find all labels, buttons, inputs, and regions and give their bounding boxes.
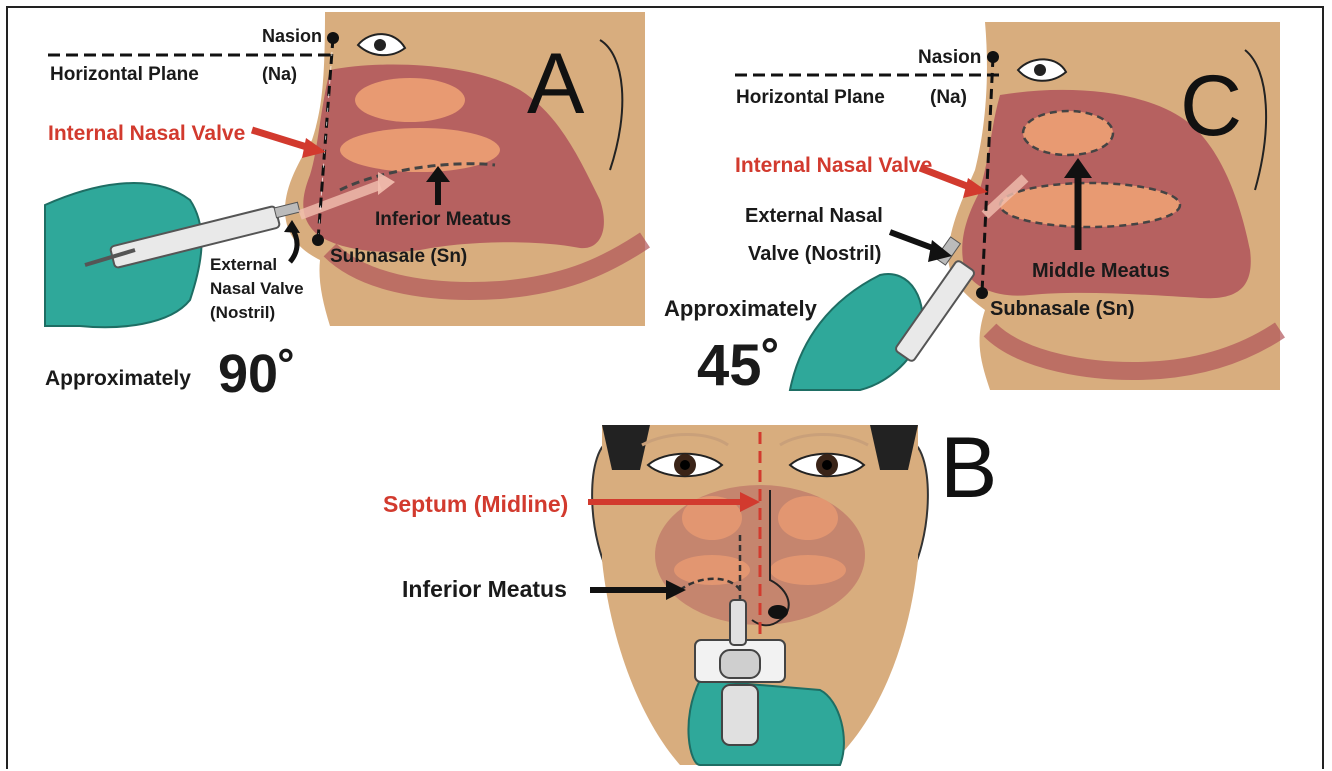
panel-c-superior-turbinate (1023, 111, 1113, 155)
panel-b-nostril (768, 605, 788, 619)
panel-c-nasion-point (987, 51, 999, 63)
panel-a-na-label: (Na) (262, 64, 297, 84)
panel-a-superior-turbinate (355, 78, 465, 122)
panel-a-pupil (374, 39, 386, 51)
panel-c-approx-label: Approximately (664, 296, 818, 321)
panel-c-glove-icon (790, 274, 923, 390)
panel-b-glove-icon (688, 680, 843, 765)
panel-a-subnasale-label: Subnasale (Sn) (330, 246, 467, 267)
panel-a-nasion-point (327, 32, 339, 44)
panel-b-septum-label: Septum (Midline) (383, 491, 568, 517)
panel-c-external-label-2: Valve (Nostril) (748, 243, 881, 265)
panel-a-middle-turbinate (340, 128, 500, 172)
panel-c-letter: C (1180, 58, 1242, 154)
panel-c-subnasale-point (976, 287, 988, 299)
panel-c-na-label: (Na) (930, 87, 967, 108)
panel-a-approx-label: Approximately (45, 367, 191, 390)
panel-a-inferior-meatus-label: Inferior Meatus (375, 209, 511, 230)
panel-c-horizontal-plane-label: Horizontal Plane (736, 87, 885, 108)
panel-c-external-label-1: External Nasal (745, 205, 883, 227)
panel-b: Septum (Midline) Inferior Meatus B (383, 420, 997, 765)
panel-a-angle-label: 90˚ (218, 344, 296, 404)
panel-a: Nasion (Na) Horizontal Plane Internal Na… (45, 12, 645, 404)
panel-a-internal-valve-arrow (252, 130, 310, 148)
panel-c-internal-valve-label: Internal Nasal Valve (735, 154, 932, 177)
panel-c-angle-label: 45˚ (697, 333, 781, 398)
panel-a-external-label-2: Nasal Valve (210, 279, 304, 298)
panel-b-inferior-meatus-label: Inferior Meatus (402, 576, 567, 602)
panel-a-internal-valve-label: Internal Nasal Valve (48, 122, 245, 145)
panel-c-inferior-turbinate (1000, 183, 1180, 227)
panel-a-external-label-3: (Nostril) (210, 303, 275, 322)
panel-a-letter: A (527, 36, 585, 132)
panel-c-middle-meatus-label: Middle Meatus (1032, 260, 1170, 282)
panel-c-nasion-label: Nasion (918, 47, 981, 68)
panel-c-subnasale-label: Subnasale (Sn) (990, 298, 1134, 320)
panel-b-letter: B (940, 420, 997, 516)
panel-a-nasion-label: Nasion (262, 26, 322, 46)
panel-a-external-label-1: External (210, 255, 277, 274)
panel-c-pupil (1034, 64, 1046, 76)
panel-a-horizontal-plane-label: Horizontal Plane (50, 64, 199, 85)
panel-a-subnasale-point (312, 234, 324, 246)
panel-c: Nasion (Na) Horizontal Plane Internal Na… (664, 22, 1280, 398)
